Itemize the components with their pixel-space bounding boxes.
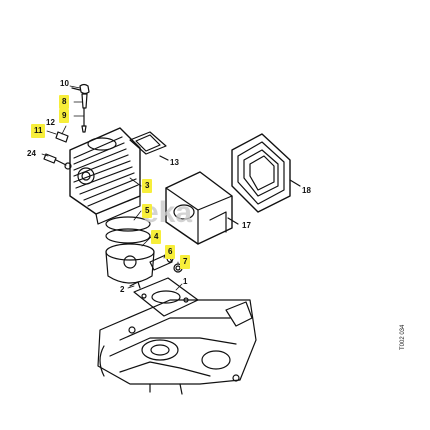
callout-12: 12 bbox=[46, 118, 55, 127]
callout-7: 7 bbox=[180, 255, 191, 269]
drawing-code: T002 034 bbox=[400, 324, 406, 350]
callout-9: 9 bbox=[59, 109, 70, 123]
callout-11: 11 bbox=[31, 124, 46, 138]
leader-lines bbox=[41, 85, 183, 291]
callout-3: 3 bbox=[142, 179, 153, 193]
callout-13: 13 bbox=[170, 158, 179, 167]
callout-17: 17 bbox=[242, 221, 251, 230]
callout-8: 8 bbox=[59, 95, 70, 109]
callout-2: 2 bbox=[120, 285, 125, 294]
gasket-drawing bbox=[129, 131, 169, 161]
base-gasket-drawing bbox=[129, 277, 199, 317]
muffler-drawing bbox=[165, 171, 239, 245]
callout-18: 18 bbox=[302, 186, 311, 195]
piston-drawing bbox=[105, 243, 155, 284]
callout-24: 24 bbox=[27, 149, 36, 158]
piston-rings-drawing bbox=[105, 216, 151, 244]
callout-6: 6 bbox=[165, 245, 176, 259]
cylinder-drawing bbox=[69, 127, 141, 225]
decompression-valve-drawing bbox=[71, 83, 90, 133]
muffler-cover-drawing bbox=[231, 133, 301, 213]
spark-plug-drawing bbox=[43, 131, 72, 170]
crankcase-drawing bbox=[97, 299, 257, 395]
callout-5: 5 bbox=[142, 204, 153, 218]
callout-4: 4 bbox=[151, 230, 162, 244]
callout-1: 1 bbox=[183, 277, 188, 286]
callout-10: 10 bbox=[60, 79, 69, 88]
